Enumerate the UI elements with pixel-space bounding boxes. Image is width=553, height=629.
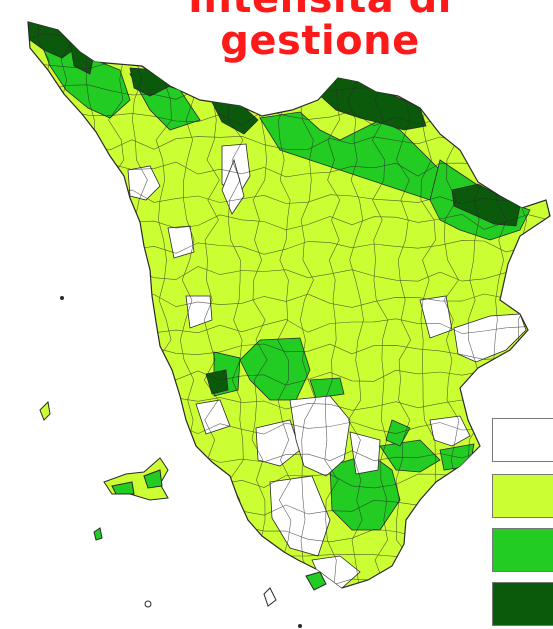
border-line (324, 22, 341, 588)
border-line (28, 32, 550, 48)
islands (39, 296, 327, 628)
map-legend (492, 418, 553, 628)
legend-swatch-class-2 (492, 474, 553, 518)
map-title: Intensità di gestione (160, 0, 480, 62)
border-line (347, 22, 364, 588)
legend-swatch-class-4 (492, 582, 553, 626)
map-title-line-1: Intensità di (160, 0, 480, 20)
class-1-areas (127, 143, 527, 588)
border-line (35, 22, 52, 588)
border-line (28, 552, 550, 569)
border-line (28, 578, 550, 588)
legend-swatch-class-1 (492, 418, 553, 462)
map-title-line-2: gestione (220, 18, 420, 64)
legend-swatch-class-3 (492, 528, 553, 572)
border-line (28, 22, 29, 588)
